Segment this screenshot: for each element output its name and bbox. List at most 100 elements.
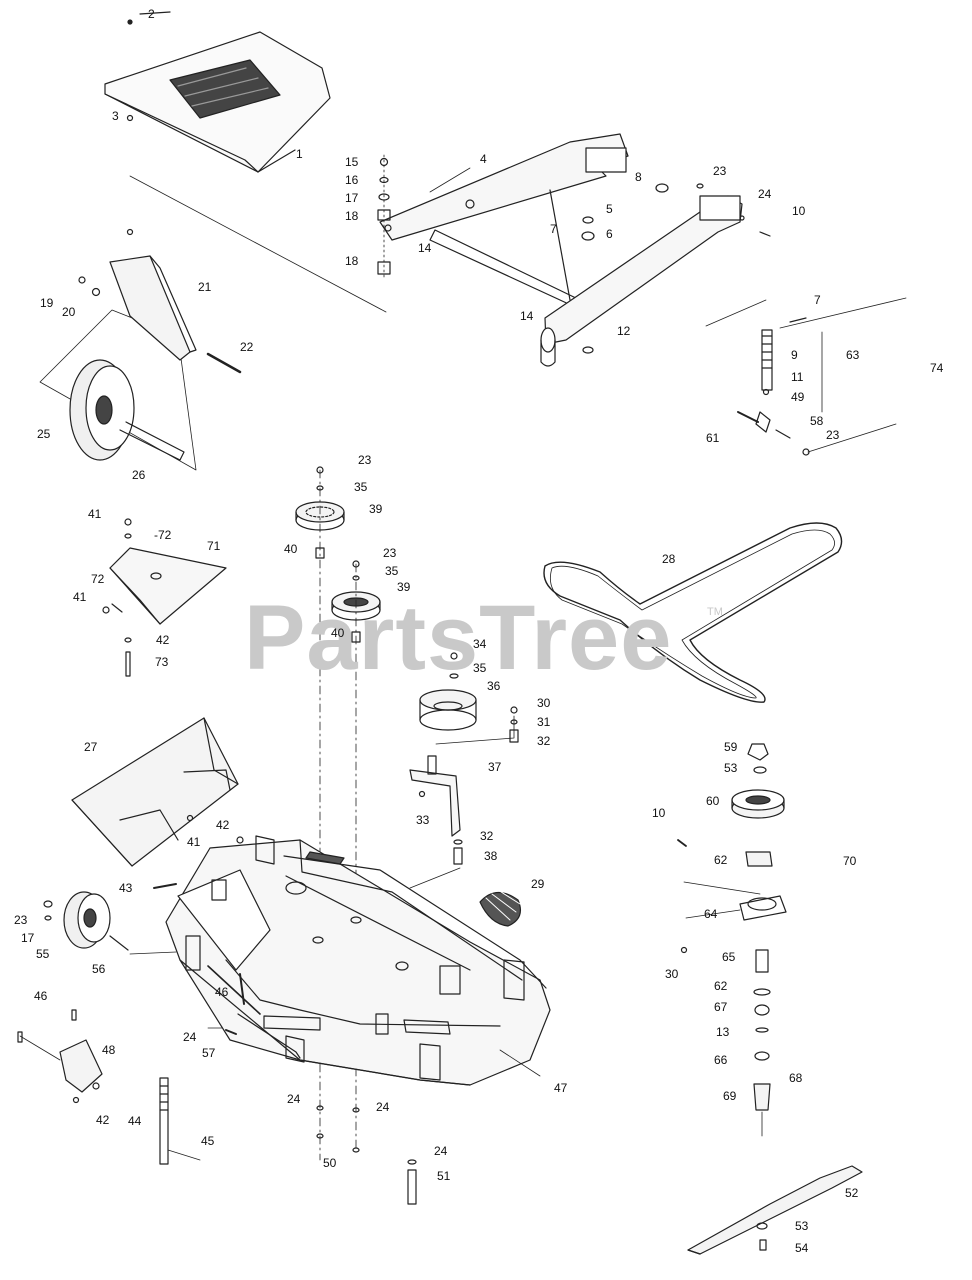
callout-label-52: 52 — [845, 1186, 859, 1200]
callout-label-30: 30 — [665, 967, 679, 981]
callout-label-60: 60 — [706, 794, 720, 808]
callout-label-3: 3 — [112, 109, 119, 123]
callout-label-68: 68 — [789, 1071, 803, 1085]
callout-label-33: 33 — [416, 813, 430, 827]
callout-label-14: 14 — [418, 241, 432, 255]
callout-label-19: 19 — [40, 296, 54, 310]
callout-label-61: 61 — [706, 431, 720, 445]
callout-label-39: 39 — [369, 502, 383, 516]
callout-label-56: 56 — [92, 962, 106, 976]
callout-label-18: 18 — [345, 254, 359, 268]
callout-label-24: 24 — [183, 1030, 197, 1044]
callout-label-14: 14 — [520, 309, 534, 323]
callout-label-43: 43 — [119, 881, 133, 895]
bracket-71-part — [102, 518, 227, 677]
gauge-wheel-bracket-part — [39, 255, 242, 471]
callout-label-47: 47 — [554, 1081, 568, 1095]
mower-blade-part — [687, 1165, 863, 1255]
frame-assembly-part — [379, 133, 743, 367]
callout-label-42: 42 — [216, 818, 230, 832]
callout-label-23: 23 — [14, 913, 28, 927]
callout-label-65: 65 — [722, 950, 736, 964]
mower-deck-part — [165, 835, 551, 1086]
callout-label-35: 35 — [354, 480, 368, 494]
callout-label-34: 34 — [473, 637, 487, 651]
callout-label-35: 35 — [473, 661, 487, 675]
callout-label-67: 67 — [714, 1000, 728, 1014]
spring-part — [479, 889, 521, 927]
blade-bolt-hardware-part — [316, 1105, 417, 1205]
callout-label-17: 17 — [21, 931, 35, 945]
callout-label-37: 37 — [488, 760, 502, 774]
callout-label-39: 39 — [397, 580, 411, 594]
callout-label-42: 42 — [96, 1113, 110, 1127]
idler-arm-part — [409, 652, 519, 865]
callout-label-49: 49 — [791, 390, 805, 404]
callout-label-41: 41 — [88, 507, 102, 521]
callout-label-46: 46 — [34, 989, 48, 1003]
callout-label-24: 24 — [758, 187, 772, 201]
callout-label-29: 29 — [531, 877, 545, 891]
callout-label-46: 46 — [215, 985, 229, 999]
callout-label-12: 12 — [617, 324, 631, 338]
callout-label-62: 62 — [714, 979, 728, 993]
callout-label-11: 11 — [791, 370, 804, 384]
callout-label-54: 54 — [795, 1241, 809, 1255]
callout-label-41: 41 — [73, 590, 87, 604]
callout-label-13: 13 — [716, 1025, 730, 1039]
callout-label-72: 72 — [91, 572, 105, 586]
callout-label-4: 4 — [480, 152, 487, 166]
lower-left-hardware-part — [17, 836, 245, 1165]
callout-label-44: 44 — [128, 1114, 142, 1128]
callout-label-7: 7 — [814, 293, 821, 307]
callout-label-5: 5 — [606, 202, 613, 216]
callout-label-70: 70 — [843, 854, 857, 868]
callout-label-10: 10 — [792, 204, 806, 218]
callout-label-22: 22 — [240, 340, 254, 354]
callout-label-23: 23 — [826, 428, 840, 442]
callout-label-6: 6 — [606, 227, 613, 241]
callout-label-40: 40 — [331, 626, 345, 640]
callout-label-17: 17 — [345, 191, 359, 205]
callout-label-18: 18 — [345, 209, 359, 223]
callout-label-64: 64 — [704, 907, 718, 921]
callout-label-62: 62 — [714, 853, 728, 867]
callout-label-40: 40 — [284, 542, 298, 556]
height-adjust-rod-part — [705, 297, 907, 456]
callout-label-28: 28 — [662, 552, 676, 566]
callout-label-50: 50 — [323, 1156, 337, 1170]
callout-label-1: 1 — [296, 147, 303, 161]
watermark-trademark: TM — [707, 606, 723, 618]
callout-label-8: 8 — [635, 170, 642, 184]
callout-label-71: 71 — [207, 539, 221, 553]
callout-label-72: -72 — [154, 528, 172, 542]
callout-label-20: 20 — [62, 305, 76, 319]
callout-label-36: 36 — [487, 679, 501, 693]
callout-label-35: 35 — [385, 564, 399, 578]
callout-label-42: 42 — [156, 633, 170, 647]
callout-label-41: 41 — [187, 835, 201, 849]
callout-label-73: 73 — [155, 655, 169, 669]
callout-label-38: 38 — [484, 849, 498, 863]
callout-label-66: 66 — [714, 1053, 728, 1067]
callout-label-9: 9 — [791, 348, 798, 362]
callout-label-7: 7 — [550, 222, 557, 236]
callout-label-15: 15 — [345, 155, 359, 169]
callout-label-24: 24 — [434, 1144, 448, 1158]
callout-label-23: 23 — [713, 164, 727, 178]
callout-label-26: 26 — [132, 468, 146, 482]
callout-label-55: 55 — [36, 947, 50, 961]
callout-label-24: 24 — [376, 1100, 390, 1114]
callout-label-58: 58 — [810, 414, 824, 428]
callout-label-53: 53 — [724, 761, 738, 775]
callout-label-53: 53 — [795, 1219, 809, 1233]
callout-label-21: 21 — [198, 280, 212, 294]
callout-label-59: 59 — [724, 740, 738, 754]
callout-label-63: 63 — [846, 348, 860, 362]
watermark-text: PartsTree — [244, 587, 673, 689]
drive-belt-part — [543, 522, 843, 703]
callout-label-32: 32 — [480, 829, 494, 843]
callout-label-16: 16 — [345, 173, 359, 187]
